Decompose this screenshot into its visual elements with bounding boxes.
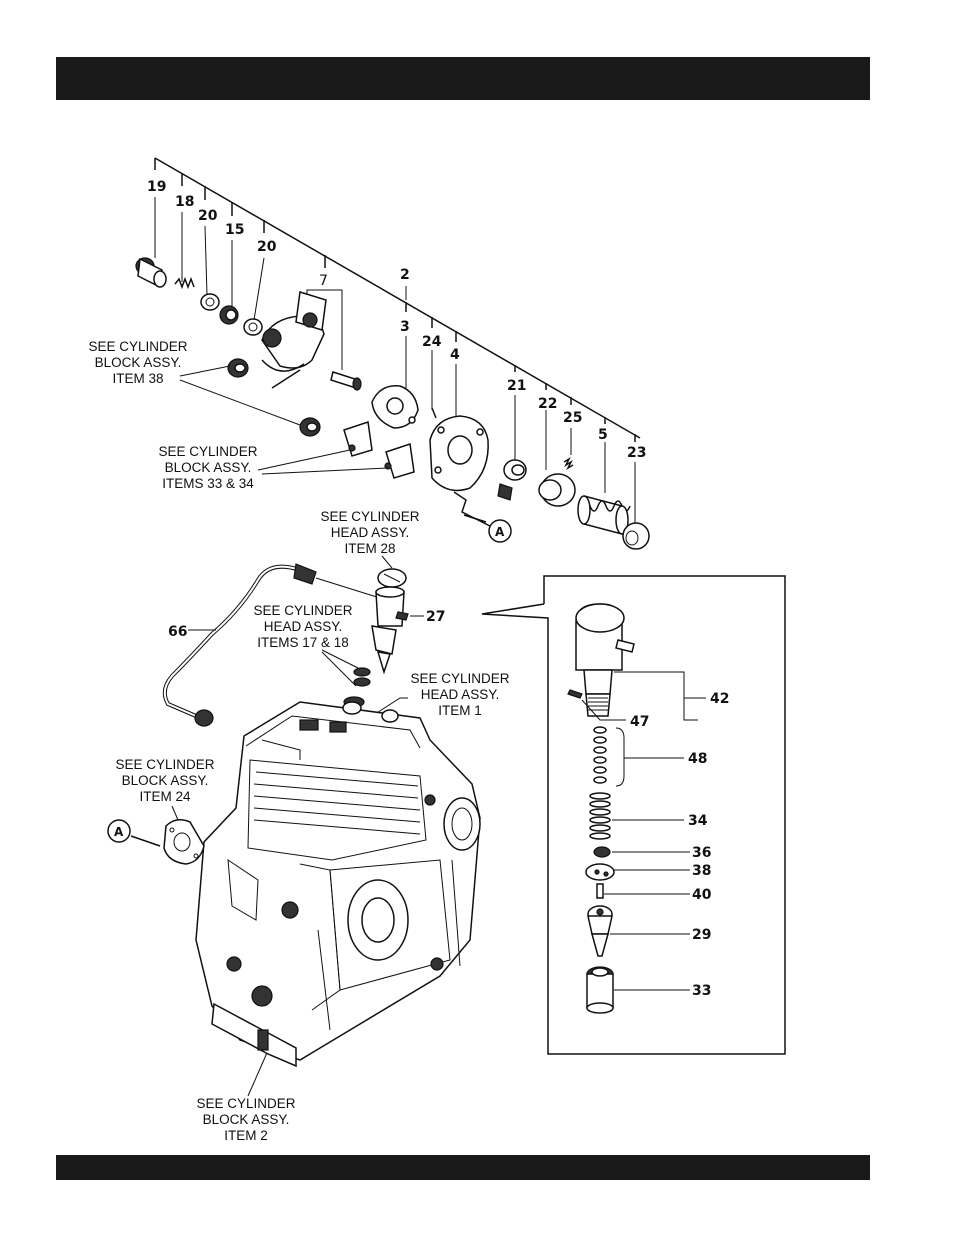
callout-66: 66: [168, 624, 187, 640]
svg-text:SEE CYLINDER: SEE CYLINDER: [410, 671, 509, 686]
part-19-plug: [135, 257, 167, 288]
callout-3: 3: [400, 319, 410, 335]
svg-text:ITEM 24: ITEM 24: [139, 789, 191, 804]
note-head-item-28: SEE CYLINDER HEAD ASSY. ITEM 28: [320, 509, 420, 569]
svg-text:BLOCK ASSY.: BLOCK ASSY.: [122, 773, 209, 788]
callout-25: 25: [563, 410, 582, 426]
callout-22: 22: [538, 396, 557, 412]
callout-36: 36: [692, 845, 711, 861]
svg-text:SEE CYLINDER: SEE CYLINDER: [320, 509, 419, 524]
part-29-nozzle: [587, 905, 613, 957]
svg-text:ITEMS 17 & 18: ITEMS 17 & 18: [257, 635, 349, 650]
callout-5: 5: [598, 427, 608, 443]
callout-38: 38: [692, 863, 711, 879]
top-callouts: 19 18 20 15 20 7 2 3 24 4 21 22 25 5 23: [147, 179, 646, 461]
part-48-shims: [593, 726, 607, 784]
callout-7: 7: [319, 273, 328, 289]
callout-34: 34: [688, 813, 708, 829]
part-clips: [343, 421, 415, 479]
callout-19: 19: [147, 179, 166, 195]
part-66-fuel-line: 66: [162, 563, 381, 727]
header-bar: [56, 57, 870, 100]
svg-text:ITEM 1: ITEM 1: [438, 703, 482, 718]
callout-21: 21: [507, 378, 526, 394]
part-38-plate: [585, 863, 615, 881]
callout-20a: 20: [198, 208, 218, 224]
svg-text:ITEM 38: ITEM 38: [112, 371, 163, 386]
part-7-valve-body: [261, 291, 362, 391]
part-gasket-24: [130, 819, 205, 865]
note-head-items-17-18: SEE CYLINDER HEAD ASSY. ITEMS 17 & 18: [253, 603, 359, 687]
svg-text:BLOCK ASSY.: BLOCK ASSY.: [203, 1112, 290, 1127]
part-23-washer: [622, 522, 650, 550]
part-3-gasket: [371, 385, 419, 429]
part-21-clamp: [497, 459, 527, 501]
svg-text:A: A: [114, 825, 124, 839]
svg-text:HEAD ASSY.: HEAD ASSY.: [421, 687, 500, 702]
callout-40: 40: [692, 887, 712, 903]
callout-47: 47: [630, 714, 649, 730]
part-15-fitting: [219, 305, 239, 325]
callout-2: 2: [400, 267, 410, 283]
note-head-item-1: SEE CYLINDER HEAD ASSY. ITEM 1: [371, 671, 510, 718]
callout-27: 27: [426, 609, 445, 625]
callout-18: 18: [175, 194, 194, 210]
svg-text:HEAD ASSY.: HEAD ASSY.: [264, 619, 343, 634]
part-25-spring: [563, 457, 574, 470]
note-block-item-2: SEE CYLINDER BLOCK ASSY. ITEM 2: [196, 1045, 296, 1143]
note-block-items-33-34: SEE CYLINDER BLOCK ASSY. ITEMS 33 & 34: [158, 444, 389, 491]
svg-text:ITEM 2: ITEM 2: [224, 1128, 268, 1143]
svg-text:BLOCK ASSY.: BLOCK ASSY.: [165, 460, 252, 475]
part-33-nut: [586, 966, 614, 1014]
callout-24: 24: [422, 334, 442, 350]
part-20-washer: [200, 293, 220, 311]
callout-29: 29: [692, 927, 711, 943]
top-parts: [135, 257, 650, 550]
injector-exploded-parts: [567, 603, 706, 1014]
callout-42: 42: [710, 691, 729, 707]
svg-text:A: A: [495, 525, 505, 539]
callout-20b: 20: [257, 239, 277, 255]
part-nut-lower: [299, 417, 321, 437]
part-40-pin: [596, 883, 604, 899]
svg-text:HEAD ASSY.: HEAD ASSY.: [331, 525, 410, 540]
injector-detail-box: [481, 575, 786, 1055]
ref-a-top: A: [488, 519, 512, 543]
note-block-item-38: SEE CYLINDER BLOCK ASSY. ITEM 38: [88, 339, 301, 426]
part-4-plate: [429, 415, 489, 492]
note-block-item-24: SEE CYLINDER BLOCK ASSY. ITEM 24: [115, 757, 215, 821]
part-22-sleeve: [538, 473, 576, 507]
svg-text:SEE CYLINDER: SEE CYLINDER: [115, 757, 214, 772]
footer-bar: [56, 1155, 870, 1180]
svg-text:SEE CYLINDER: SEE CYLINDER: [196, 1096, 295, 1111]
injector-callouts: 42 47 48 34 36 38 40 29 33: [630, 691, 729, 999]
part-36-seat: [593, 846, 611, 858]
svg-text:SEE CYLINDER: SEE CYLINDER: [88, 339, 187, 354]
callout-23: 23: [627, 445, 646, 461]
svg-text:ITEMS 33 & 34: ITEMS 33 & 34: [162, 476, 254, 491]
part-34-spring: [589, 792, 611, 840]
svg-text:SEE CYLINDER: SEE CYLINDER: [253, 603, 352, 618]
part-5-spring: [577, 495, 631, 535]
part-24-pin: [431, 407, 437, 419]
callout-33: 33: [692, 983, 711, 999]
part-nut-upper: [227, 358, 249, 378]
ref-a-left: A: [107, 819, 131, 843]
part-20-washer-b: [243, 318, 263, 336]
engine-block: [195, 701, 481, 1068]
svg-text:SEE CYLINDER: SEE CYLINDER: [158, 444, 257, 459]
svg-text:BLOCK ASSY.: BLOCK ASSY.: [95, 355, 182, 370]
callout-15: 15: [225, 222, 244, 238]
callout-48: 48: [688, 751, 707, 767]
part-18-spring: [174, 276, 195, 290]
svg-text:ITEM 28: ITEM 28: [344, 541, 395, 556]
callout-4: 4: [450, 347, 460, 363]
